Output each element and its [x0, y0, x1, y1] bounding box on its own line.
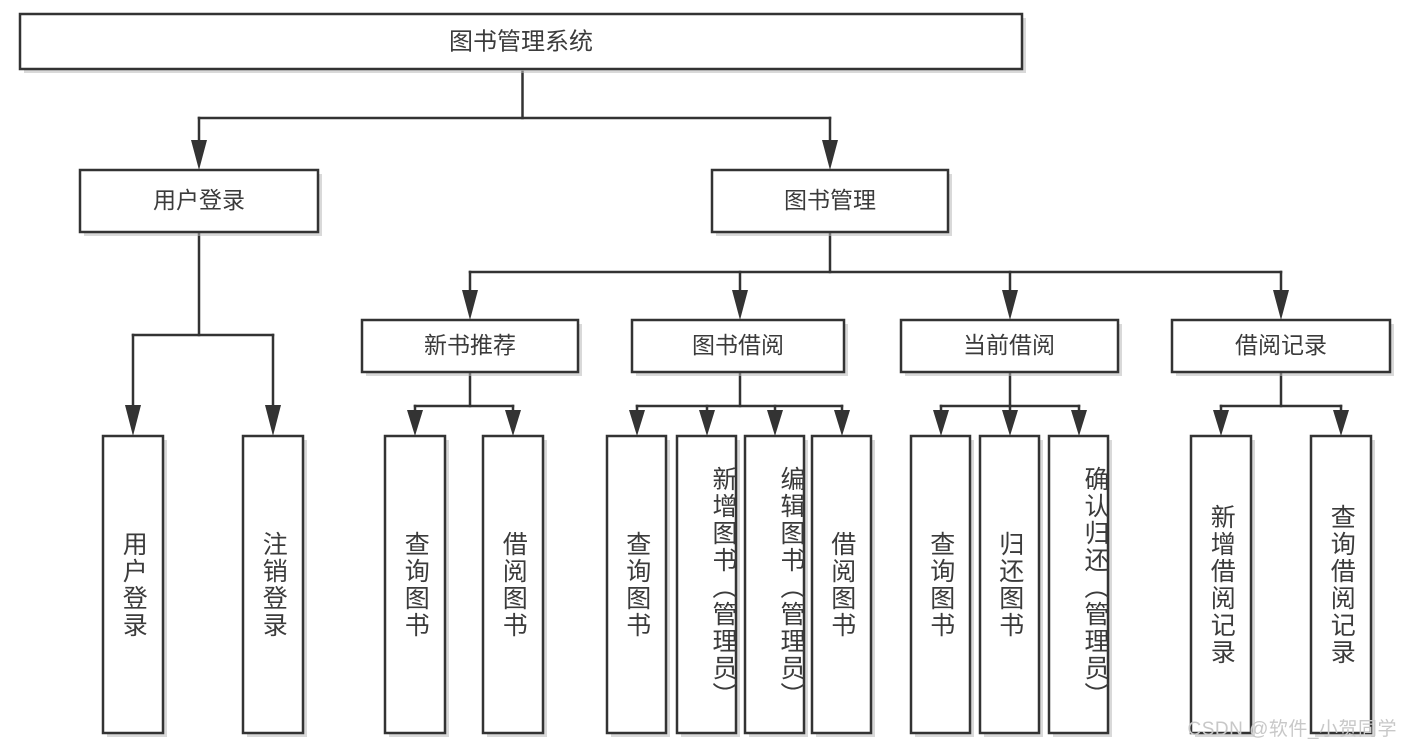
current-borrow-box[interactable]: [899, 318, 1120, 374]
user-login-label: 用户登录: [153, 187, 245, 213]
leaf-box-book-borrow-3[interactable]: [810, 434, 873, 735]
leaf-box-borrow-record-0[interactable]: [1189, 434, 1253, 735]
node-current-borrow[interactable]: 当前借阅: [899, 318, 1122, 376]
arrow-borrow-record-leaf2: [1333, 410, 1349, 436]
node-borrow-record[interactable]: 借阅记录: [1170, 318, 1394, 376]
root-box[interactable]: [18, 12, 1024, 71]
node-new-book-recommend[interactable]: 新书推荐: [360, 318, 582, 376]
leaf-box-book-borrow-1[interactable]: [675, 434, 738, 735]
arrow-book-borrow-leaf2: [699, 410, 715, 436]
arrow-user-login-leaf1: [125, 405, 141, 436]
arrow-new-book-leaf2: [505, 410, 521, 436]
new-book-label: 新书推荐: [424, 332, 516, 358]
root-label: 图书管理系统: [449, 28, 593, 55]
arrow-new-book-leaf1: [407, 410, 423, 436]
node-user-login[interactable]: 用户登录: [78, 168, 322, 236]
arrow-borrow-record-leaf1: [1213, 410, 1229, 436]
book-manage-box[interactable]: [710, 168, 950, 234]
leaf-box-new-book-1[interactable]: [481, 434, 545, 735]
watermark-text: CSDN @软件_小贺同学: [1187, 719, 1397, 740]
book-manage-label: 图书管理: [784, 187, 876, 213]
arrow-current-borrow-leaf1: [933, 410, 949, 436]
leaf-box-borrow-record-1[interactable]: [1309, 434, 1373, 735]
arrow-to-book-manage: [822, 140, 838, 170]
new-book-box[interactable]: [360, 318, 580, 374]
leaf-box-new-book-0[interactable]: [383, 434, 447, 735]
book-borrow-box[interactable]: [630, 318, 846, 374]
arrow-user-login-leaf2: [265, 405, 281, 436]
leaf-box-current-borrow-0[interactable]: [909, 434, 972, 735]
arrow-book-borrow-leaf1: [629, 410, 645, 436]
leaf-box-user-login-0[interactable]: [101, 434, 165, 735]
connectors: [125, 70, 1349, 436]
arrow-to-user-login: [191, 140, 207, 170]
arrow-to-current-borrow: [1002, 290, 1018, 320]
borrow-record-label: 借阅记录: [1235, 332, 1327, 358]
arrow-current-borrow-leaf2: [1002, 410, 1018, 436]
node-book-borrow[interactable]: 图书借阅: [630, 318, 848, 376]
current-borrow-label: 当前借阅: [963, 332, 1055, 358]
leaf-box-book-borrow-2[interactable]: [743, 434, 806, 735]
user-login-box[interactable]: [78, 168, 320, 234]
leaf-box-current-borrow-1[interactable]: [978, 434, 1041, 735]
arrow-to-new-book: [462, 290, 478, 320]
node-book-manage[interactable]: 图书管理: [710, 168, 952, 236]
arrow-to-borrow-record: [1273, 290, 1289, 320]
borrow-record-box[interactable]: [1170, 318, 1392, 374]
leaf-box-current-borrow-2[interactable]: [1047, 434, 1110, 735]
book-borrow-label: 图书借阅: [692, 332, 784, 358]
arrow-current-borrow-leaf3: [1071, 410, 1087, 436]
arrow-book-borrow-leaf4: [834, 410, 850, 436]
leaf-box-user-login-1[interactable]: [241, 434, 305, 735]
leaf-boxes: [101, 434, 1375, 737]
arrow-to-book-borrow: [732, 290, 748, 320]
node-root-system[interactable]: 图书管理系统: [18, 12, 1026, 73]
arrow-book-borrow-leaf3: [767, 410, 783, 436]
leaf-box-book-borrow-0[interactable]: [605, 434, 668, 735]
